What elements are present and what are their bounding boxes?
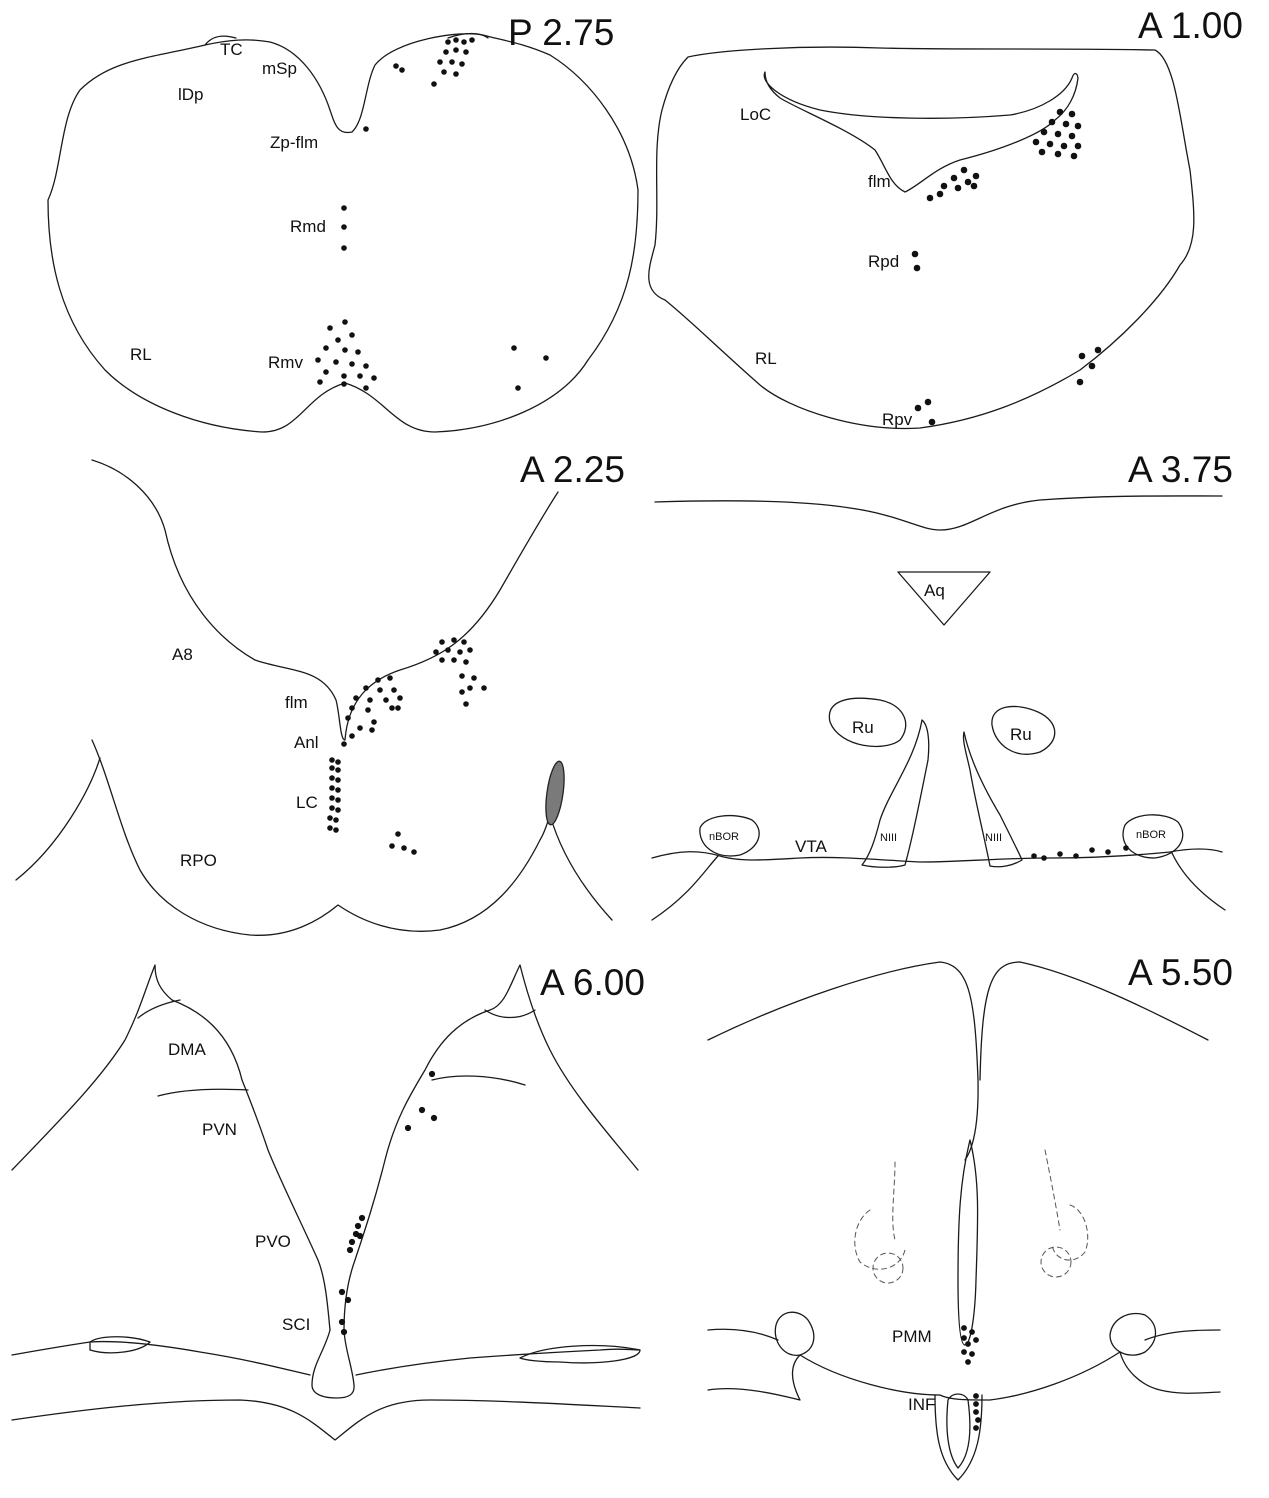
a225-shaded-nucleus [543,760,568,826]
a375-label-ru-left: Ru [852,718,874,737]
panel-a375: A 3.75 Aq Ru Ru nBOR VTA NIII NIII nBOR [652,449,1233,920]
a600-right-outline [344,965,638,1330]
p275-label-zpflm: Zp-flm [270,133,318,152]
a600-labelled-cells [339,1071,437,1335]
a225-label-a8: A8 [172,645,193,664]
a375-label-ru-right: Ru [1010,725,1032,744]
a600-left-optic-tract [90,1337,150,1353]
p275-label-msp: mSp [262,59,297,78]
panel-a550: A 5.50 PMM INF [708,952,1233,1480]
a550-infundibulum [947,1394,970,1468]
a375-label-niii-right: NIII [985,832,1002,844]
a550-third-ventricle [958,1140,978,1345]
a100-label-rpd: Rpd [868,252,899,271]
a225-title: A 2.25 [520,449,625,490]
a600-label-pvo: PVO [255,1232,291,1251]
a100-label-rl: RL [755,349,777,368]
a225-label-rpo: RPO [180,851,217,870]
a100-section-outline [649,47,1194,428]
a375-label-nbor-left: nBOR [709,831,739,843]
a375-title: A 3.75 [1128,449,1233,490]
a600-dma-floor [158,1089,248,1096]
a225-left-edge [16,758,100,880]
a375-label-nbor-right: nBOR [1136,829,1166,841]
panel-a600: A 6.00 DMA PVN PVO SCI [12,962,645,1440]
a100-label-rpv: Rpv [882,410,913,429]
a550-labelled-cells [961,1325,981,1431]
a100-locus-coeruleus-band [764,72,1078,192]
a600-right-fibre [432,1076,525,1085]
panel-a225: A 2.25 A8 flm Anl LC RPO [16,449,625,935]
p275-section-outline [48,34,638,432]
p275-label-tc: TC [220,40,243,59]
a550-left-ventral-edge [708,1355,800,1400]
a600-label-pvn: PVN [202,1120,237,1139]
p275-label-rmd: Rmd [290,217,326,236]
p275-title: P 2.75 [508,12,614,53]
a225-lower-outline [92,740,550,935]
a550-label-pmm: PMM [892,1327,932,1346]
a100-label-flm: flm [868,172,891,191]
a600-label-sci: SCI [282,1315,310,1334]
a600-optic-chiasm-upper [12,1342,640,1375]
a100-title: A 1.00 [1138,5,1243,46]
a600-right-dorsal-line [485,1010,535,1018]
a375-label-vta: VTA [795,837,827,856]
a375-top-contour [655,496,1222,530]
a225-upper-outline [92,460,558,740]
p275-label-rl: RL [130,345,152,364]
a375-left-hemisphere-edge [652,856,718,920]
a600-left-outline [12,965,330,1330]
panel-p275: P 2.75 TC mSp lDp Zp-flm Rmd RL Rmv [48,12,638,432]
panel-a100: A 1.00 LoC flm Rpd RL Rpv [649,5,1243,429]
a550-right-dashed-nucleus [1041,1247,1071,1277]
a375-label-aq: Aq [924,581,945,600]
a550-left-optic-tract [775,1312,814,1355]
a225-label-anl: Anl [294,733,319,752]
a375-niii-left [862,720,929,867]
p275-labelled-cells [315,37,549,391]
a600-dma-boundary [138,1000,180,1018]
a225-label-lc: LC [296,793,318,812]
a100-labelled-cells [912,109,1102,426]
a600-basal-surface [12,1400,640,1440]
a600-label-dma: DMA [168,1040,206,1059]
a225-labelled-cells [327,637,487,855]
a550-left-dashed-track [855,1162,905,1269]
a600-title: A 6.00 [540,962,645,1003]
a550-right-dashed-track [1045,1150,1088,1260]
a375-right-hemisphere-edge [1172,853,1225,910]
a550-right-optic-tract [1110,1314,1156,1356]
a600-third-ventricle [312,1330,354,1398]
a550-label-inf: INF [908,1395,935,1414]
a600-right-optic-tract [520,1346,640,1363]
p275-label-rmv: Rmv [268,353,303,372]
a550-left-dashed-nucleus [873,1253,903,1283]
p275-label-ldp: lDp [178,85,204,104]
a375-label-niii-left: NIII [880,832,897,844]
a225-label-flm: flm [285,693,308,712]
a550-title: A 5.50 [1128,952,1233,993]
a100-label-loc: LoC [740,105,771,124]
a225-right-edge [550,815,612,920]
a375-labelled-cells [1031,845,1129,861]
a550-right-ventral-edge [1120,1352,1220,1393]
